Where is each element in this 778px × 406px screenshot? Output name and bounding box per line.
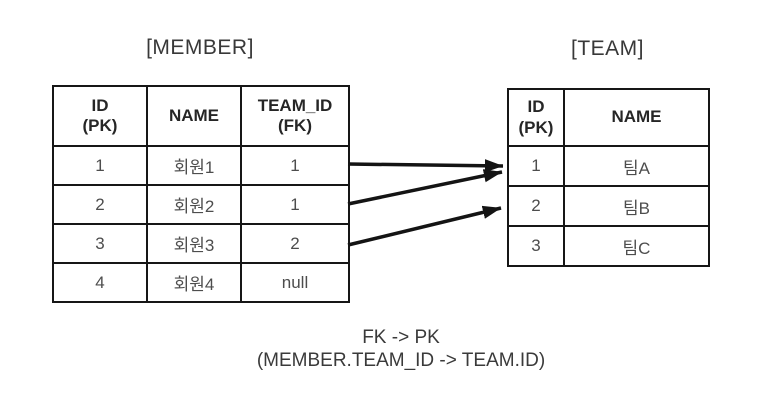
team-cell-id: 1	[507, 145, 565, 187]
team-cell-id: 3	[507, 225, 565, 267]
team-cell-name: 팀B	[563, 185, 710, 227]
team-header-id-pk: ID (PK)	[507, 88, 565, 147]
member-cell-name: 회원1	[146, 145, 242, 186]
member-row-1: 1 회원1 1	[52, 145, 350, 186]
member-cell-team-id: 1	[240, 184, 350, 225]
fk-arrow	[347, 205, 502, 247]
member-cell-name: 회원4	[146, 262, 242, 303]
member-cell-team-id: 1	[240, 145, 350, 186]
member-cell-id: 4	[52, 262, 148, 303]
team-table-title: [TEAM]	[570, 37, 644, 60]
team-row-1: 1 팀A	[507, 145, 710, 187]
fk-arrow	[347, 169, 503, 206]
team-row-2: 2 팀B	[507, 185, 710, 227]
caption-line2: (MEMBER.TEAM_ID -> TEAM.ID)	[256, 350, 546, 371]
member-cell-name: 회원2	[146, 184, 242, 225]
member-cell-name: 회원3	[146, 223, 242, 264]
member-cell-team-id: 2	[240, 223, 350, 264]
team-cell-name: 팀A	[563, 145, 710, 187]
member-table: ID (PK) NAME TEAM_ID (FK) 1 회원1 1 2 회원2 …	[52, 85, 350, 303]
member-cell-id: 2	[52, 184, 148, 225]
caption-line1: FK -> PK	[362, 327, 440, 348]
member-cell-team-id: null	[240, 262, 350, 303]
member-row-3: 3 회원3 2	[52, 223, 350, 264]
team-row-3: 3 팀C	[507, 225, 710, 267]
member-header-team-id-fk: TEAM_ID (FK)	[240, 85, 350, 147]
member-row-2: 2 회원2 1	[52, 184, 350, 225]
member-header-row: ID (PK) NAME TEAM_ID (FK)	[52, 85, 350, 147]
fk-arrow	[347, 159, 504, 173]
team-cell-id: 2	[507, 185, 565, 227]
member-cell-id: 1	[52, 145, 148, 186]
member-header-name: NAME	[146, 85, 242, 147]
team-cell-name: 팀C	[563, 225, 710, 267]
fk-pk-caption: FK -> PK (MEMBER.TEAM_ID -> TEAM.ID)	[0, 326, 778, 372]
member-cell-id: 3	[52, 223, 148, 264]
team-header-name: NAME	[563, 88, 710, 147]
member-row-4: 4 회원4 null	[52, 262, 350, 303]
member-header-id-pk: ID (PK)	[52, 85, 148, 147]
team-header-row: ID (PK) NAME	[507, 88, 710, 147]
member-table-title: [MEMBER]	[146, 36, 254, 59]
team-table: ID (PK) NAME 1 팀A 2 팀B 3 팀C	[507, 88, 710, 267]
